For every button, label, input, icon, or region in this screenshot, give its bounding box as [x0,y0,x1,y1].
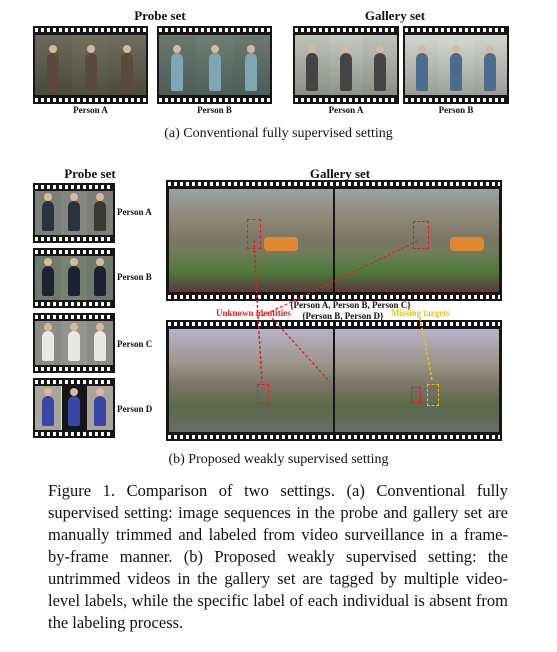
gallery-a-person-b-strip [403,26,509,104]
probe-b-label-person-a: Person A [117,207,152,217]
probe-b-label-person-d: Person D [117,404,153,414]
video-1-labels: {Person A, Person B, Person C} [290,300,411,310]
arrow-unknown-down [257,315,263,383]
gallery-set-title-b: Gallery set [309,166,371,181]
probe-b-person-d-strip [33,378,115,438]
probe-a-label-person-b: Person B [197,105,232,115]
probe-a-person-a-strip [33,26,148,104]
probe-set-title-a: Probe set [134,8,186,23]
probe-set-title-b: Probe set [64,166,116,181]
arrow-unknown-diag [271,317,331,383]
probe-b-label-person-c: Person C [117,339,153,349]
probe-a-label-person-a: Person A [73,105,108,115]
gallery-video-2 [166,320,502,441]
probe-b-label-person-b: Person B [117,272,152,282]
gallery-video-2-frame-1 [169,329,333,432]
gallery-set-title-a: Gallery set [364,8,426,23]
panel-a-caption: (a) Conventional fully supervised settin… [164,126,393,141]
arrow-unknown-up [253,239,259,317]
figure-caption: Figure 1. Comparison of two settings. (a… [48,481,508,632]
panel-b-caption: (b) Proposed weakly supervised setting [168,452,389,467]
arrow-missing [419,317,433,381]
gallery-video-1-frame-2 [335,189,499,292]
gallery-video-1-frame-1 [169,189,333,292]
probe-b-person-c-strip [33,313,115,373]
video-2-labels: {Person B, Person D} [302,311,384,321]
gallery-a-label-person-b: Person B [438,105,474,115]
gallery-a-label-person-a: Person A [328,105,364,115]
gallery-a-person-a-strip [293,26,399,104]
probe-b-person-a-strip [33,183,115,243]
unknown-identities-label: Unknown identities [216,308,291,318]
missing-targets-label: Missing targets [391,308,450,318]
gallery-video-2-frame-2 [335,329,499,432]
probe-a-person-b-strip [157,26,272,104]
probe-b-person-b-strip [33,248,115,308]
arrow-unknown-right [261,239,421,317]
